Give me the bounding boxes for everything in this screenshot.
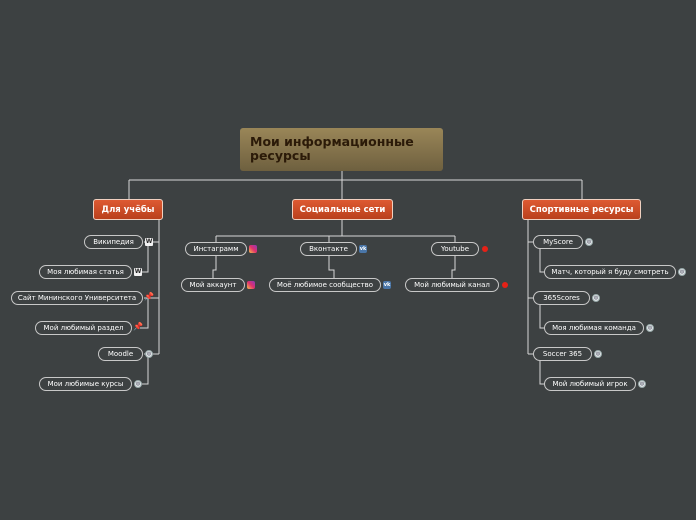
main-topic-label: Социальные сети bbox=[299, 204, 386, 215]
topic-vkontakte[interactable]: Вконтакте bbox=[300, 242, 357, 256]
wikipedia-icon[interactable]: W bbox=[134, 268, 142, 276]
topic-instagram[interactable]: Инстаграмм bbox=[185, 242, 247, 256]
topic-match-to-watch[interactable]: Матч, который я буду смотреть bbox=[544, 265, 676, 279]
vk-icon[interactable]: vk bbox=[383, 281, 391, 289]
youtube-icon[interactable] bbox=[502, 282, 508, 288]
main-topic-study[interactable]: Для учёбы bbox=[93, 199, 163, 220]
instagram-icon[interactable] bbox=[247, 281, 255, 289]
topic-label: Мой любимый игрок bbox=[552, 380, 628, 388]
topic-label: Википедия bbox=[93, 238, 134, 246]
main-topic-social[interactable]: Социальные сети bbox=[292, 199, 393, 220]
topic-label: Моя любимая статья bbox=[47, 268, 124, 276]
topic-myscore[interactable]: MyScore bbox=[533, 235, 583, 249]
topic-label: Моя любимая команда bbox=[552, 324, 636, 332]
globe-icon[interactable]: ◍ bbox=[592, 294, 600, 302]
root-title: Мои информационные ресурсы bbox=[250, 134, 414, 163]
globe-icon[interactable]: ◍ bbox=[646, 324, 654, 332]
topic-label: Инстаграмм bbox=[193, 245, 239, 253]
pushpin-icon[interactable]: 📌 bbox=[133, 322, 143, 331]
wikipedia-icon[interactable]: W bbox=[145, 238, 153, 246]
topic-favorite-channel[interactable]: Мой любимый канал bbox=[405, 278, 499, 292]
topic-youtube[interactable]: Youtube bbox=[431, 242, 479, 256]
topic-label: Мой любимый раздел bbox=[43, 324, 124, 332]
topic-label: Моё любимое сообщество bbox=[276, 281, 374, 289]
topic-favorite-community[interactable]: Моё любимое сообщество bbox=[269, 278, 381, 292]
topic-label: Moodle bbox=[107, 350, 134, 358]
topic-label: Мои любимые курсы bbox=[47, 380, 124, 388]
topic-label: Сайт Мининского Университета bbox=[17, 294, 137, 302]
globe-icon[interactable]: ◍ bbox=[585, 238, 593, 246]
topic-favorite-article[interactable]: Моя любимая статья bbox=[39, 265, 132, 279]
globe-icon[interactable]: ◍ bbox=[594, 350, 602, 358]
topic-my-account[interactable]: Мой аккаунт bbox=[181, 278, 245, 292]
globe-icon[interactable]: ◍ bbox=[638, 380, 646, 388]
root-topic[interactable]: Мои информационные ресурсы bbox=[240, 128, 443, 171]
topic-favorite-player[interactable]: Мой любимый игрок bbox=[544, 377, 636, 391]
topic-label: Вконтакте bbox=[309, 245, 348, 253]
globe-icon[interactable]: ◍ bbox=[678, 268, 686, 276]
topic-label: Матч, который я буду смотреть bbox=[551, 268, 669, 276]
topic-favorite-team[interactable]: Моя любимая команда bbox=[544, 321, 644, 335]
main-topic-label: Спортивные ресурсы bbox=[529, 204, 634, 215]
globe-icon[interactable]: ◍ bbox=[145, 350, 153, 358]
vk-icon[interactable]: vk bbox=[359, 245, 367, 253]
topic-soccer365[interactable]: Soccer 365 bbox=[533, 347, 592, 361]
pushpin-icon[interactable]: 📌 bbox=[144, 292, 154, 301]
globe-icon[interactable]: ◍ bbox=[134, 380, 142, 388]
instagram-icon[interactable] bbox=[249, 245, 257, 253]
topic-label: MyScore bbox=[543, 238, 573, 246]
topic-label: Youtube bbox=[441, 245, 469, 253]
topic-label: Мой аккаунт bbox=[189, 281, 237, 289]
topic-label: Мой любимый канал bbox=[414, 281, 490, 289]
topic-favorite-section[interactable]: Мой любимый раздел bbox=[35, 321, 132, 335]
youtube-icon[interactable] bbox=[482, 246, 488, 252]
main-topic-sport[interactable]: Спортивные ресурсы bbox=[522, 199, 641, 220]
topic-favorite-courses[interactable]: Мои любимые курсы bbox=[39, 377, 132, 391]
topic-365scores[interactable]: 365Scores bbox=[533, 291, 590, 305]
topic-moodle[interactable]: Moodle bbox=[98, 347, 143, 361]
topic-label: 365Scores bbox=[543, 294, 580, 302]
topic-wikipedia[interactable]: Википедия bbox=[84, 235, 143, 249]
main-topic-label: Для учёбы bbox=[101, 204, 155, 215]
topic-minin-university[interactable]: Сайт Мининского Университета bbox=[11, 291, 143, 305]
topic-label: Soccer 365 bbox=[542, 350, 583, 358]
